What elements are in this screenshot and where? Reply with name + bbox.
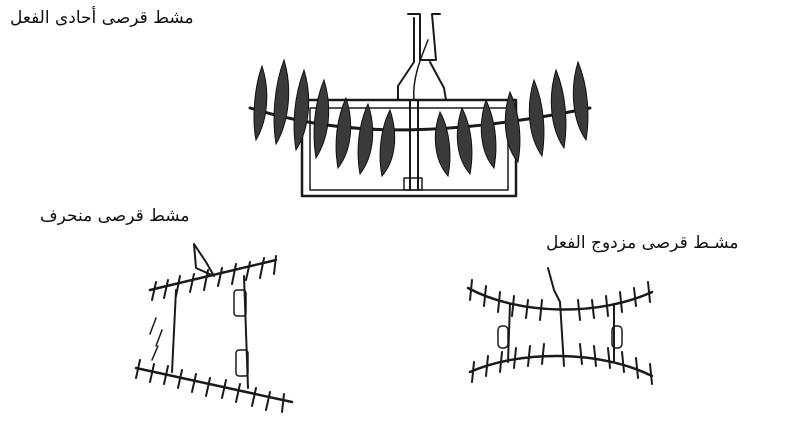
double-rear-gang-axle <box>468 354 654 378</box>
double-bearing-right <box>611 325 623 349</box>
double-hitch-pole <box>547 267 565 367</box>
offset-front-gang-axle <box>148 258 278 292</box>
double-bearing-left <box>497 325 509 349</box>
double-front-gang-axle <box>466 286 654 311</box>
single-action-harrow-drawing <box>248 13 592 198</box>
offset-bearing-bottom <box>235 349 249 377</box>
offset-hitch <box>193 243 215 277</box>
offset-harrow-label: مشط قرصى منحرف <box>40 206 190 226</box>
double-action-harrow-drawing <box>466 267 654 385</box>
double-rear-discs <box>471 343 653 385</box>
hitch-mast <box>407 13 441 61</box>
double-side-bars <box>507 303 615 363</box>
offset-rear-gang-axle <box>134 366 294 404</box>
double-action-harrow-label: مشـط قرصى مزدوج الفعل <box>546 233 739 253</box>
right-disc-gang <box>434 60 589 178</box>
offset-front-discs <box>151 255 277 301</box>
offset-harrow-drawing <box>134 243 294 413</box>
frame-clamp <box>403 177 423 191</box>
offset-rear-discs <box>135 359 285 413</box>
hitch-cable <box>412 39 429 101</box>
left-disc-gang <box>253 58 396 178</box>
offset-bearing-top <box>233 289 247 317</box>
double-front-discs <box>469 279 651 321</box>
single-action-harrow-label: مشط قرصى أحادى الفعل <box>10 8 194 28</box>
hitch-mast-legs <box>397 17 447 101</box>
offset-mid-discs <box>149 317 163 361</box>
